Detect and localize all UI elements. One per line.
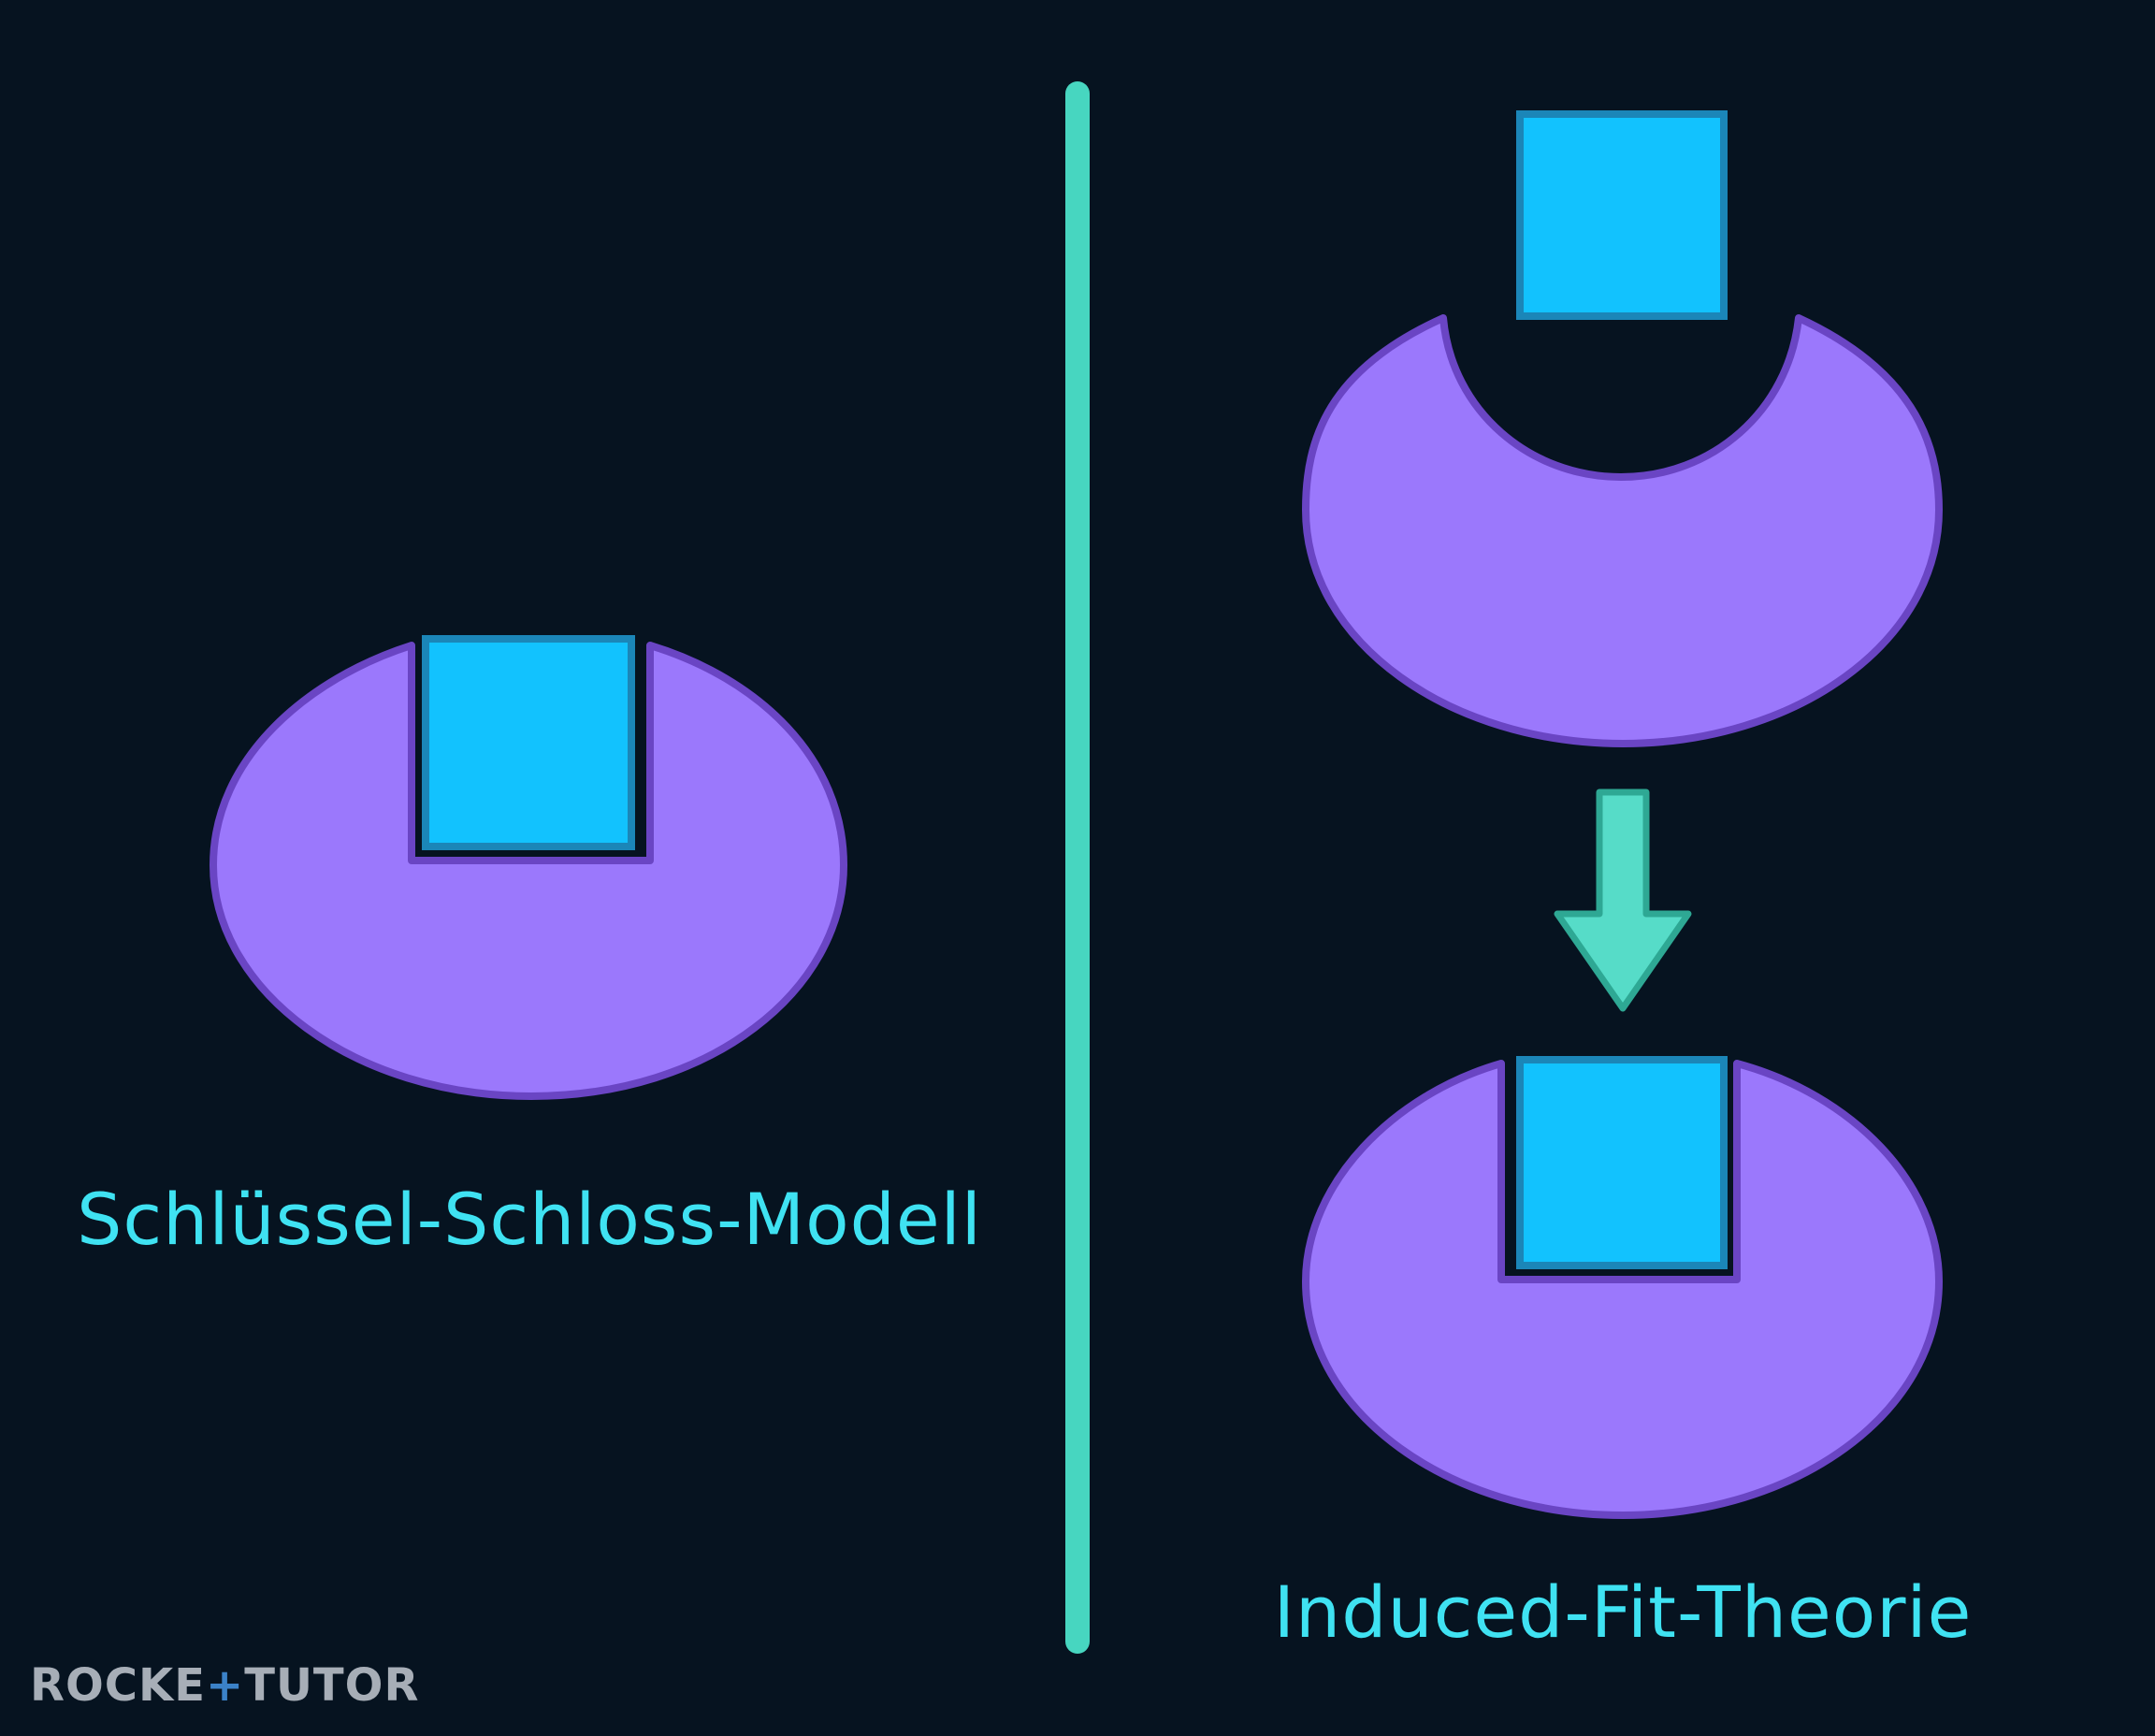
left-substrate [422,635,635,850]
logo-part-3: R [383,1659,419,1712]
logo-part-2: TUTO [244,1659,383,1712]
brand-logo: ROCKE+TUTOR [30,1659,419,1712]
right-bottom-substrate [1516,1056,1728,1269]
left-model-label: Schlüssel-Schloss-Modell [77,1178,982,1261]
induced-fit-model: Induced-Fit-Theorie [1274,110,1973,1654]
right-top-enzyme [1302,314,1943,747]
logo-plus: + [206,1659,244,1712]
right-bottom-enzyme [1302,1060,1943,1519]
right-top-substrate [1516,110,1728,320]
lock-key-model: Schlüssel-Schloss-Modell [77,635,982,1261]
right-model-label: Induced-Fit-Theorie [1274,1570,1973,1654]
left-enzyme [210,642,847,1100]
logo-part-1: ROCKE [30,1659,206,1712]
transition-arrow [1554,788,1692,1012]
